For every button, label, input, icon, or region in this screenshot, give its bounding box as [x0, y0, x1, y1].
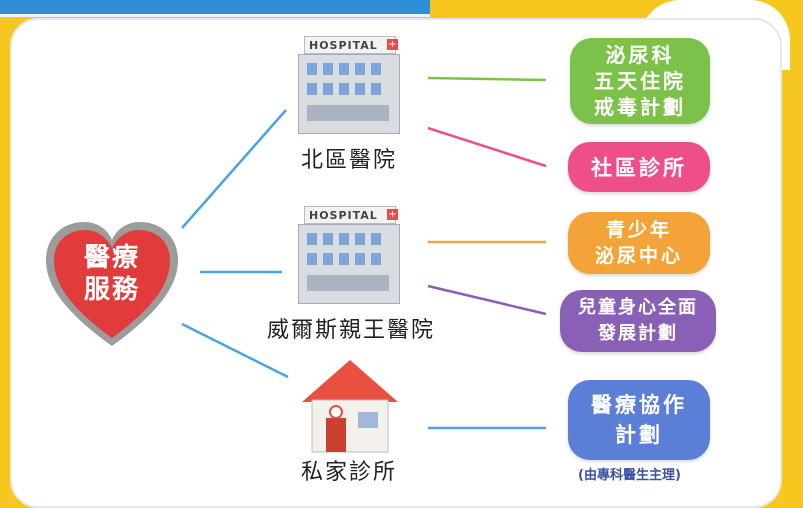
hospital-north-icon: HOSPITAL +	[298, 36, 402, 136]
top-banner	[0, 0, 430, 17]
service-child-development: 兒童身心全面 發展計劃	[560, 290, 716, 352]
hospital-prince-label: 威爾斯親王醫院	[266, 318, 435, 343]
service-line: 五天住院	[594, 69, 686, 93]
service-line: 泌尿中心	[594, 245, 683, 267]
plus-icon: +	[387, 209, 398, 220]
service-youth-urology: 青少年 泌尿中心	[568, 212, 710, 274]
service-line: 戒毒計劃	[594, 95, 686, 119]
building-body	[298, 224, 400, 304]
clinic-label: 私家診所	[300, 460, 397, 485]
service-line: 計劃	[615, 423, 663, 447]
connector-north-urology	[427, 76, 547, 82]
service-line: 青少年	[605, 219, 672, 241]
building-body	[298, 54, 400, 134]
connector-prince-child	[427, 284, 547, 316]
connector-heart-clinic	[181, 322, 289, 379]
heart-node: 醫療 服務	[42, 218, 182, 352]
hospital-north-label: 北區醫院	[300, 148, 397, 173]
service-community-clinic: 社區診所	[568, 142, 710, 192]
heart-label-line1: 醫療	[83, 243, 140, 273]
connector-north-community	[427, 126, 547, 168]
service-medical-cooperation: 醫療協作 計劃	[568, 380, 710, 460]
clinic-house-icon	[296, 356, 404, 456]
service-line: 醫療協作	[591, 393, 687, 417]
service-line: 兒童身心全面	[578, 297, 698, 318]
heart-label-line2: 服務	[83, 275, 140, 305]
hospital-sign: HOSPITAL	[304, 36, 396, 54]
service-line: 發展計劃	[598, 323, 678, 344]
service-line: 社區診所	[591, 156, 687, 180]
service-urology-rehab: 泌尿科 五天住院 戒毒計劃	[570, 38, 710, 124]
hospital-prince-icon: HOSPITAL +	[298, 206, 402, 306]
hospital-sign: HOSPITAL	[304, 206, 396, 224]
heart-icon	[46, 222, 178, 346]
plus-icon: +	[387, 39, 398, 50]
service-line: 泌尿科	[605, 43, 675, 67]
heart-label: 醫療 服務	[42, 242, 182, 306]
connector-heart-north	[181, 109, 287, 229]
service-note: (由專科醫生主理)	[578, 468, 681, 483]
